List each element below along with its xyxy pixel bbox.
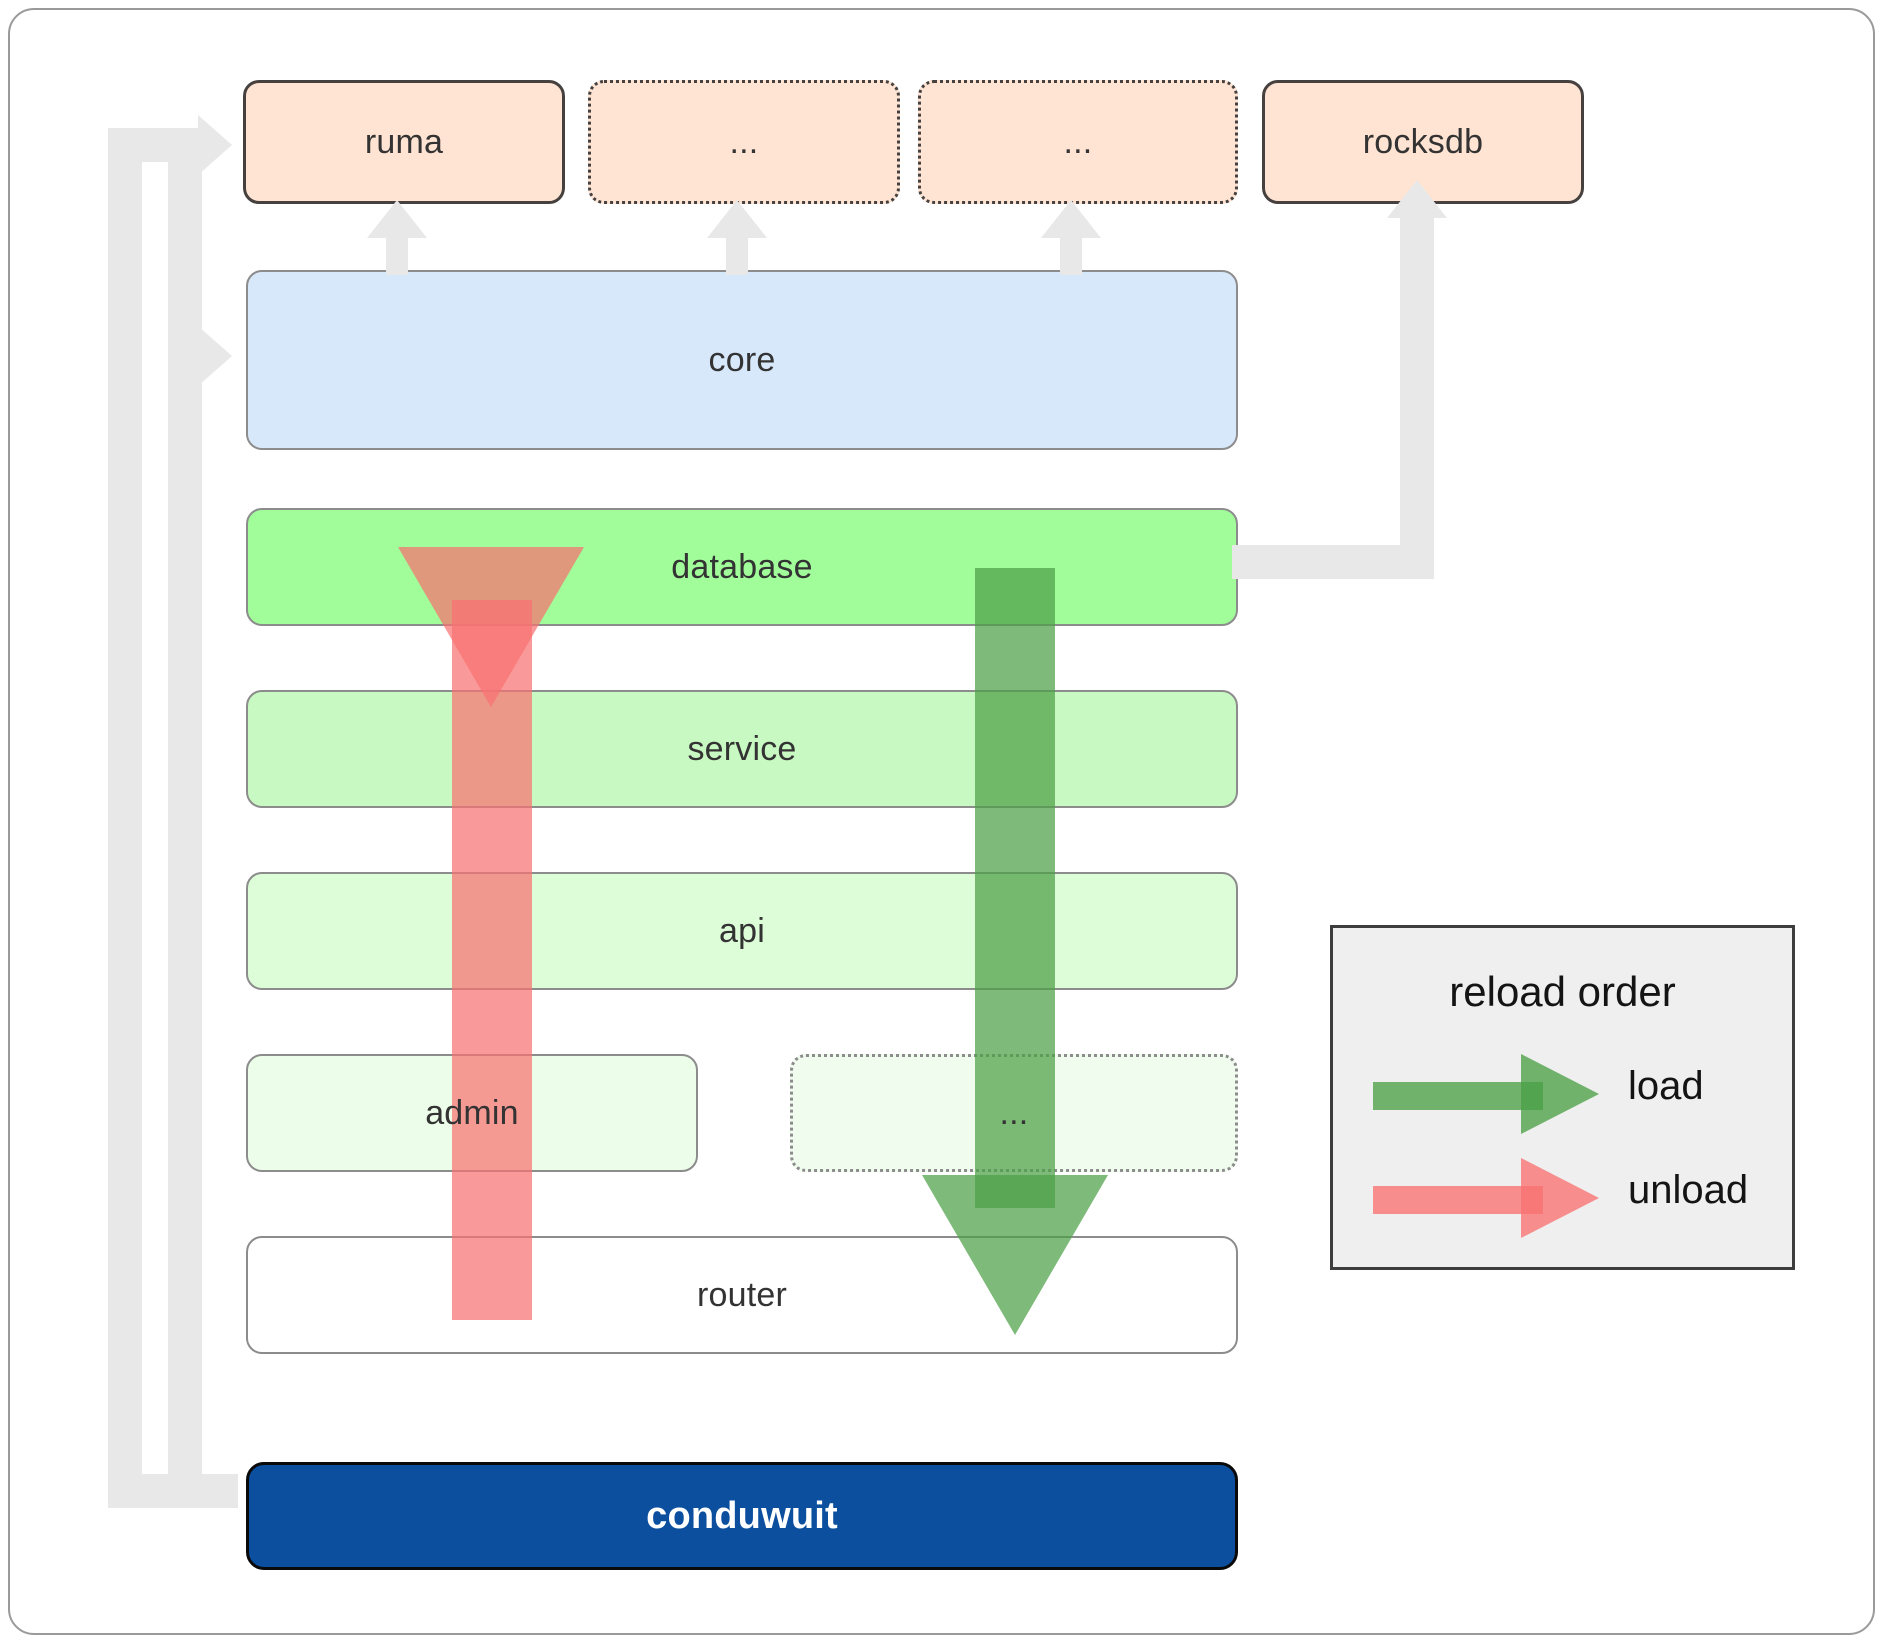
root-box-conduwuit[interactable]: conduwuit: [246, 1462, 1238, 1570]
legend-unload-label: unload: [1628, 1168, 1749, 1212]
connector-arrow-ruma-small-icon: [367, 200, 427, 238]
legend-load-label: load: [1628, 1064, 1704, 1108]
layer-label-core: core: [708, 340, 776, 379]
connector-arrow-dots2-small-icon: [1041, 200, 1101, 238]
connector-trunk-left: [108, 128, 142, 1508]
legend-title: reload order: [1449, 968, 1676, 1015]
legend-unload-shaft: [1373, 1186, 1543, 1214]
layer-box-core[interactable]: core: [246, 270, 1238, 450]
dependency-label-ruma: ruma: [364, 122, 444, 161]
legend-item-unload: unload: [1373, 1158, 1758, 1240]
layer-label-service: service: [687, 729, 797, 768]
layer-box-database[interactable]: database: [246, 508, 1238, 626]
layer-label-api: api: [719, 911, 765, 950]
connector-arrow-core-icon: [198, 326, 232, 386]
connector-database-to-rocksdb-h: [1232, 545, 1418, 579]
legend-panel: reload order load unload: [1330, 925, 1795, 1270]
connector-core-to-dots2-v: [1060, 235, 1082, 275]
legend-unload-arrow-icon: [1521, 1158, 1599, 1238]
connector-branch-core: [168, 128, 202, 1508]
connector-arrow-dots1-small-icon: [707, 200, 767, 238]
dependency-box-dots-1[interactable]: ...: [588, 80, 900, 204]
connector-database-to-rocksdb-v: [1400, 215, 1434, 579]
dependency-label-rocksdb: rocksdb: [1362, 122, 1484, 161]
legend-load-arrow-icon: [1521, 1054, 1599, 1134]
legend-load-shaft: [1373, 1082, 1543, 1110]
dependency-box-ruma[interactable]: ruma: [243, 80, 565, 204]
diagram-frame: [8, 8, 1875, 1635]
root-label-conduwuit: conduwuit: [646, 1494, 838, 1537]
connector-arrow-rocksdb-icon: [1387, 180, 1447, 218]
layer-box-api[interactable]: api: [246, 872, 1238, 990]
layer-box-service[interactable]: service: [246, 690, 1238, 808]
dependency-box-dots-2[interactable]: ...: [918, 80, 1238, 204]
legend-item-load: load: [1373, 1054, 1758, 1136]
layer-label-database: database: [671, 547, 813, 586]
layer-label-dots-low: ...: [999, 1093, 1029, 1132]
load-flow-head-icon: [922, 1175, 1108, 1335]
dependency-label-dots-2: ...: [1063, 122, 1093, 161]
unload-flow-head-icon: [398, 547, 584, 707]
connector-to-ruma: [108, 128, 208, 162]
load-flow-shaft: [975, 568, 1055, 1208]
connector-core-to-ruma-v: [386, 235, 408, 275]
dependency-label-dots-1: ...: [729, 122, 759, 161]
unload-flow-shaft: [452, 600, 532, 1320]
layer-label-admin: admin: [425, 1093, 519, 1132]
connector-core-to-dots1-v: [726, 235, 748, 275]
connector-arrow-ruma-icon: [198, 115, 232, 175]
layer-label-router: router: [696, 1275, 788, 1314]
